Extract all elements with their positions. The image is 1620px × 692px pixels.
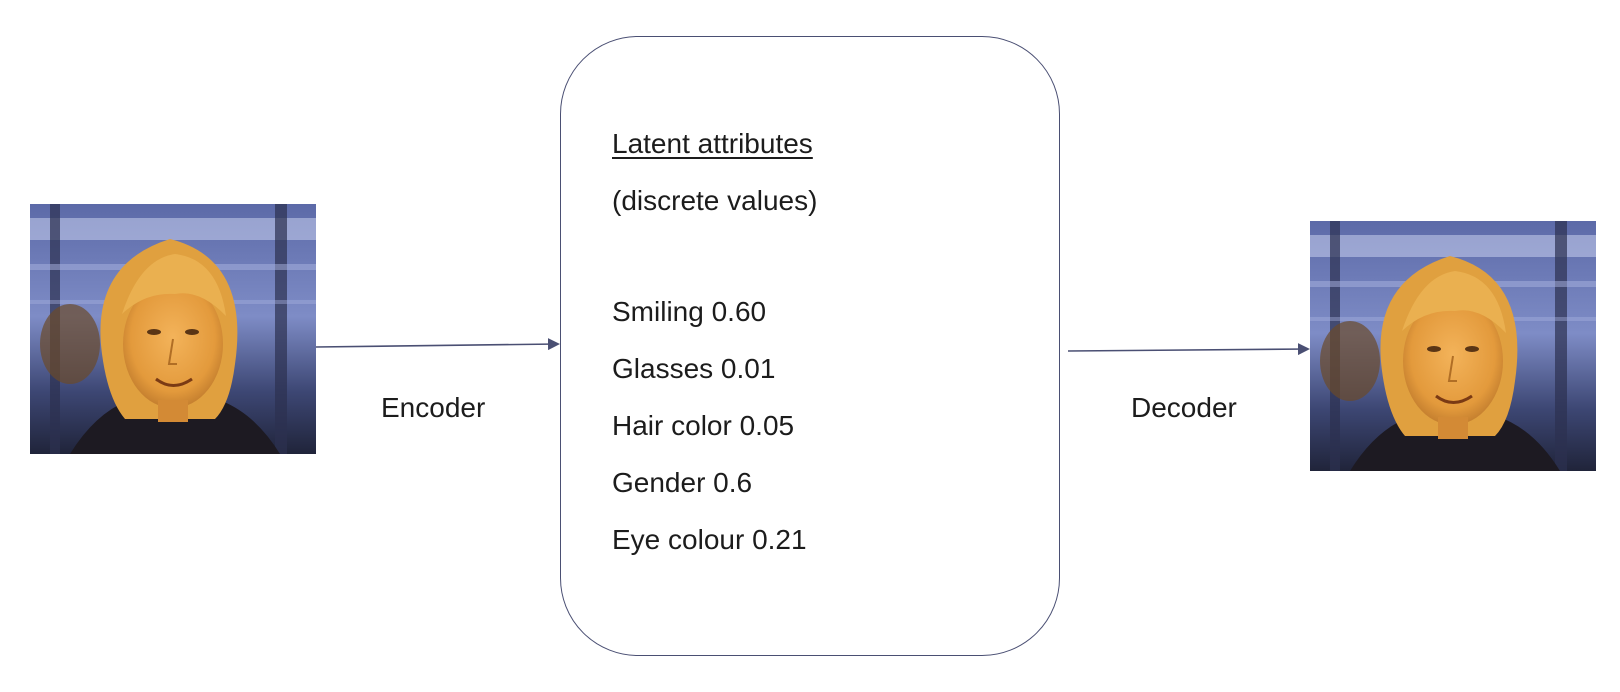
attribute-eye-colour: Eye colour 0.21: [612, 524, 807, 555]
latent-attributes-box: [560, 36, 1060, 656]
latent-attribute-list: Smiling 0.60 Glasses 0.01 Hair color 0.0…: [612, 296, 807, 581]
input-face-image: [30, 204, 316, 454]
decoder-label: Decoder: [1131, 392, 1237, 423]
attribute-gender: Gender 0.6: [612, 467, 753, 498]
latent-box-title: Latent attributes: [612, 128, 813, 159]
attribute-hair-color: Hair color 0.05: [612, 410, 795, 441]
decoder-arrow: [1067, 343, 1310, 356]
encoder-arrow: [315, 338, 560, 351]
latent-box-subtitle: (discrete values): [612, 185, 818, 216]
output-face-image: [1310, 221, 1596, 471]
encoder-label: Encoder: [381, 392, 486, 423]
attribute-smiling: Smiling 0.60: [612, 296, 767, 327]
attribute-glasses: Glasses 0.01: [612, 353, 776, 384]
